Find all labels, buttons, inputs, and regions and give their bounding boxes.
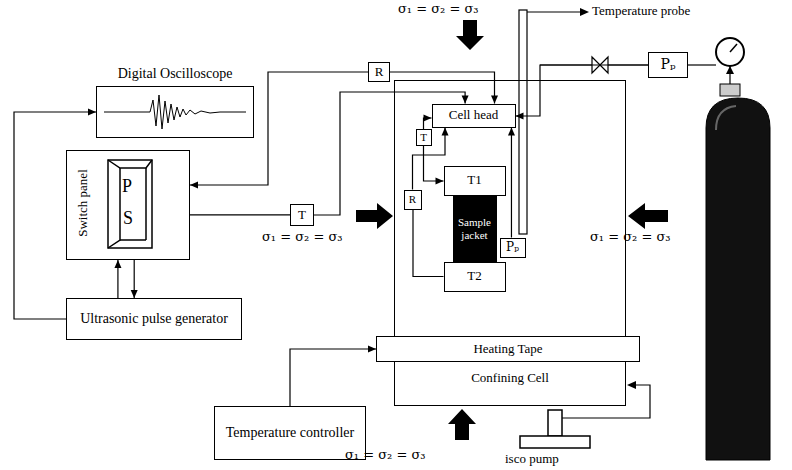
- node-label: Cell head: [449, 108, 498, 122]
- connector-line: [413, 128, 446, 190]
- node-box: Temperature controller: [214, 406, 366, 460]
- node-box: R: [404, 190, 422, 210]
- pump-column: [548, 410, 562, 436]
- cylinder-highlight: [716, 106, 736, 130]
- arrowhead: [726, 66, 734, 74]
- leader-line: [527, 11, 582, 12]
- arrowhead: [424, 115, 432, 122]
- temperature-probe: [519, 10, 527, 234]
- connector: [190, 72, 368, 189]
- node-box: Heating Tape: [376, 336, 640, 362]
- connector: [290, 346, 376, 407]
- arrowhead: [368, 346, 376, 353]
- arrowhead: [114, 260, 121, 268]
- part-label: isco pump: [505, 452, 559, 467]
- connector-line: [290, 349, 376, 406]
- connector-line: [190, 72, 368, 185]
- node-box: Pₚ: [500, 238, 526, 258]
- cylinder-valve: [720, 84, 740, 96]
- gauge-needle: [730, 44, 737, 52]
- node-label: P: [122, 177, 132, 197]
- arrowhead: [516, 113, 524, 120]
- stress-label: σ₁ = σ₂ = σ₃: [345, 448, 426, 463]
- waveform: [104, 95, 246, 129]
- pipe: [688, 64, 716, 65]
- connector: [114, 260, 121, 298]
- pipe: [562, 385, 650, 418]
- node-box: Cell head: [432, 104, 516, 128]
- screen-frame: [96, 86, 254, 138]
- arrowhead: [627, 381, 636, 389]
- connector-line: [516, 65, 649, 116]
- connector: [14, 109, 96, 320]
- node-label: Switch panel: [76, 169, 90, 237]
- connector: [131, 260, 138, 298]
- connector-line: [424, 146, 444, 181]
- connector: [516, 65, 649, 120]
- arrowhead: [436, 178, 444, 185]
- stress-label: σ₁ = σ₂ = σ₃: [590, 230, 671, 245]
- node-label: Digital Oscilloscope: [96, 66, 254, 81]
- node-box: R: [368, 62, 390, 82]
- node-label: Temperature controller: [226, 425, 354, 440]
- connector: [424, 146, 444, 185]
- part-label: Temperature probe: [592, 4, 690, 19]
- stress-label: σ₁ = σ₂ = σ₃: [262, 230, 343, 245]
- node-label: Sample jacket: [454, 216, 496, 240]
- stress-arrow: [628, 203, 668, 229]
- arrowhead: [462, 96, 469, 104]
- node-box: Switch panel PS: [66, 150, 190, 260]
- pump-base: [520, 436, 590, 448]
- stress-arrow: [456, 20, 484, 50]
- stress-label: σ₁ = σ₂ = σ₃: [398, 2, 479, 17]
- connector: [190, 214, 290, 215]
- connector-line: [413, 210, 444, 277]
- connector: [508, 128, 515, 238]
- arrowhead: [190, 182, 198, 189]
- node-box: Ultrasonic pulse generator: [66, 298, 242, 340]
- node-label: T1: [467, 173, 481, 187]
- node-box: Pₚ: [648, 52, 688, 78]
- arrowhead: [508, 128, 515, 136]
- node-box: T2: [444, 262, 506, 292]
- arrowhead: [131, 290, 138, 298]
- node-label: Confining Cell: [395, 371, 625, 385]
- connector-line: [190, 214, 290, 215]
- node-box: T1: [444, 166, 506, 196]
- node-label: Pₚ: [506, 241, 519, 254]
- node-box: Sample jacket: [453, 196, 497, 262]
- node-label: R: [375, 65, 384, 79]
- arrowhead: [442, 128, 449, 136]
- node-label: R: [409, 193, 416, 205]
- node-label: S: [123, 209, 133, 229]
- stress-arrow: [356, 203, 393, 229]
- node-label: T: [298, 208, 306, 222]
- arrowhead: [491, 96, 498, 104]
- node-label: Pₚ: [660, 57, 675, 72]
- connector: [424, 115, 432, 130]
- connector-line: [390, 72, 495, 104]
- stress-arrow: [448, 409, 476, 440]
- node-label: T: [420, 131, 427, 143]
- node-label: Ultrasonic pulse generator: [80, 311, 228, 326]
- connector-line: [14, 112, 96, 319]
- pressure-gauge: [716, 38, 744, 66]
- node-label: Heating Tape: [473, 342, 542, 356]
- connector: [413, 210, 444, 277]
- gas-cylinder: [706, 98, 770, 460]
- node-label: T2: [467, 269, 481, 283]
- node-box: Digital Oscilloscope: [96, 64, 254, 138]
- connector: [390, 72, 498, 104]
- connector-line: [511, 128, 512, 238]
- arrowhead: [88, 109, 96, 116]
- node-box: T: [416, 129, 432, 146]
- switch-symbol: [108, 160, 152, 248]
- arrowhead: [580, 8, 589, 16]
- node-box: T: [290, 204, 314, 226]
